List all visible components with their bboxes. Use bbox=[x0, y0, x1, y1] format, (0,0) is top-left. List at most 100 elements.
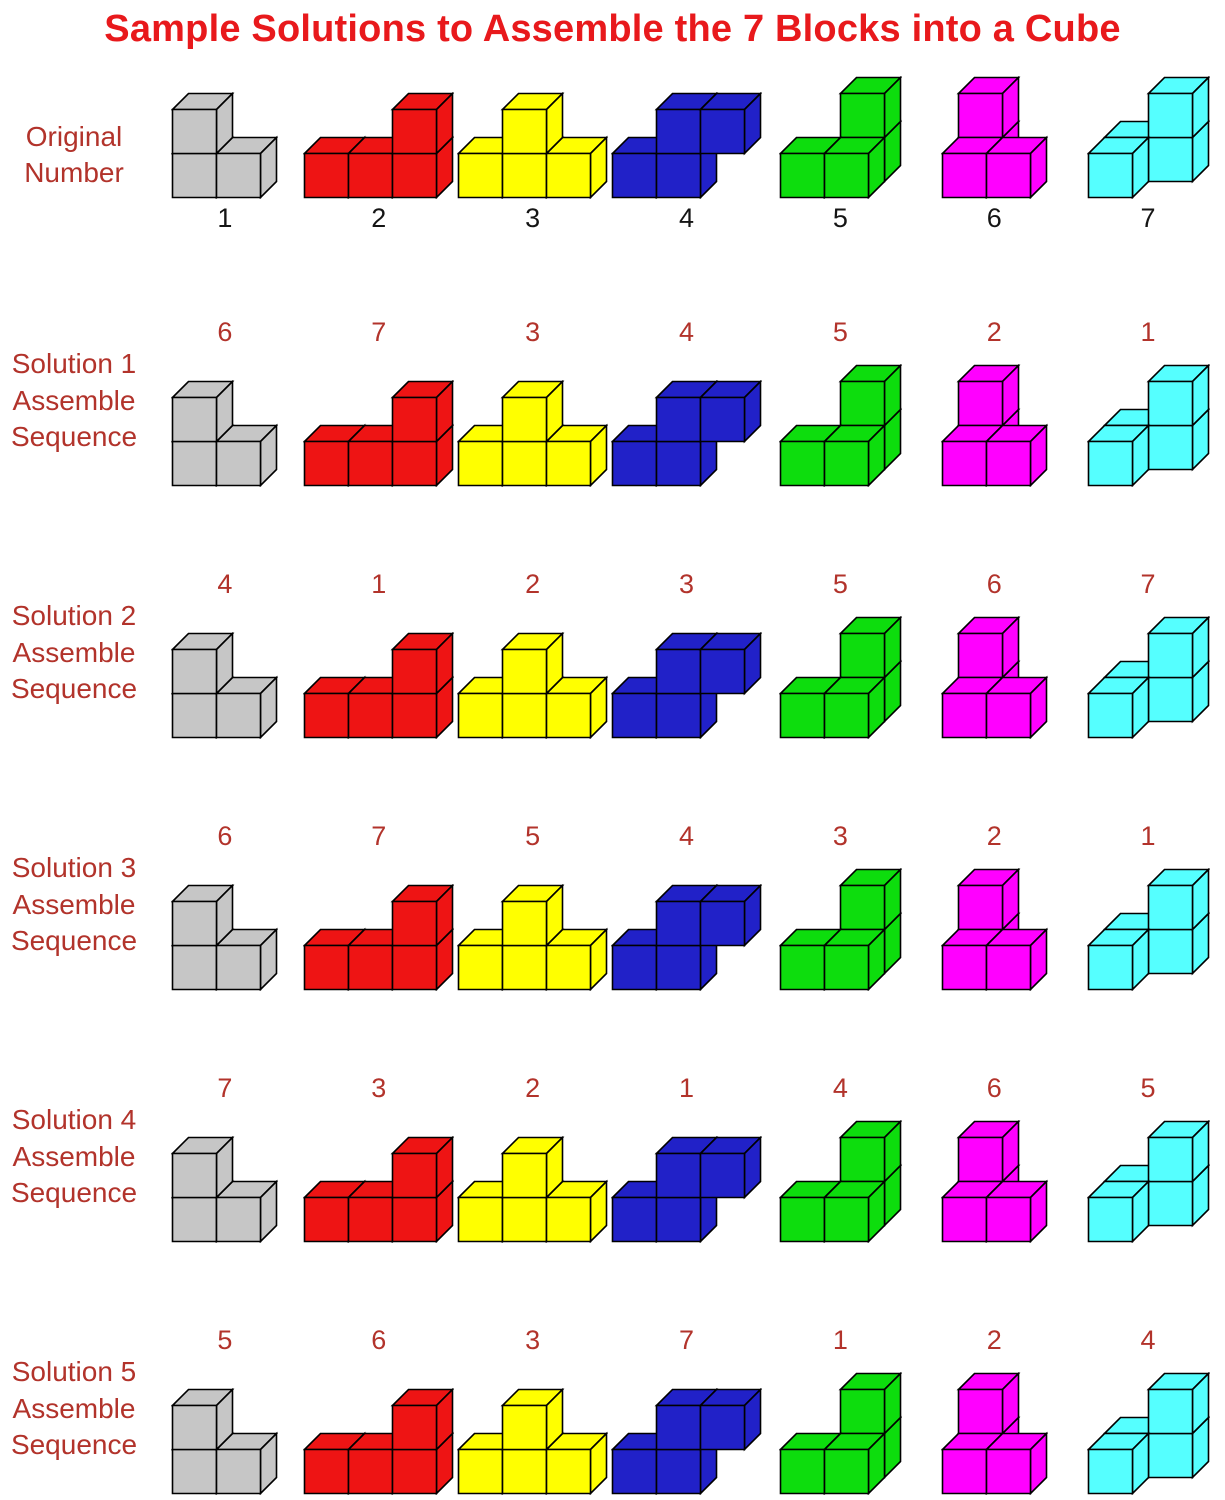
green-screw-piece bbox=[778, 1119, 902, 1243]
sequence-number-solution-2-cyan-corner-piece: 7 bbox=[1140, 568, 1156, 599]
cyan-corner-piece-drawing bbox=[1086, 1372, 1210, 1495]
row-label-line: Solution 3 bbox=[11, 852, 137, 884]
sequence-number-original-gray-v-piece: 1 bbox=[217, 202, 233, 233]
magenta-screw-piece bbox=[940, 1371, 1048, 1495]
red-l-piece-drawing bbox=[303, 632, 455, 739]
red-l-piece-drawing bbox=[303, 884, 455, 991]
sequence-number-solution-5-yellow-t-piece: 3 bbox=[525, 1324, 541, 1355]
sequence-number-solution-4-blue-s-piece: 1 bbox=[678, 1072, 694, 1103]
cell-solution-5-blue-s-piece: 7 bbox=[610, 1323, 764, 1495]
sequence-number-solution-1-green-screw-piece: 5 bbox=[832, 316, 848, 347]
magenta-screw-piece-drawing bbox=[940, 1372, 1048, 1495]
sequence-number-solution-2-green-screw-piece: 5 bbox=[832, 568, 848, 599]
cell-solution-4-magenta-screw-piece: 6 bbox=[917, 1071, 1071, 1243]
gray-v-piece-drawing bbox=[171, 884, 279, 991]
red-l-piece bbox=[303, 867, 455, 991]
cell-solution-4-gray-v-piece: 7 bbox=[148, 1071, 302, 1243]
blue-s-piece bbox=[610, 1119, 762, 1243]
sequence-number-solution-2-gray-v-piece: 4 bbox=[217, 568, 233, 599]
gray-v-piece bbox=[171, 75, 279, 199]
row-label-line: Assemble bbox=[12, 384, 136, 416]
cell-solution-2-magenta-screw-piece: 6 bbox=[917, 567, 1071, 739]
red-l-piece bbox=[303, 75, 455, 199]
row-label-line: Solution 4 bbox=[11, 1104, 137, 1136]
cell-original-blue-s-piece: 4 bbox=[610, 75, 764, 235]
sequence-number-solution-5-gray-v-piece: 5 bbox=[217, 1324, 233, 1355]
cell-solution-5-green-screw-piece: 1 bbox=[763, 1323, 917, 1495]
blue-s-piece-drawing bbox=[610, 1388, 762, 1495]
magenta-screw-piece-drawing bbox=[940, 76, 1048, 199]
cell-solution-4-green-screw-piece: 4 bbox=[763, 1071, 917, 1243]
cell-original-yellow-t-piece: 3 bbox=[456, 75, 610, 235]
gray-v-piece-drawing bbox=[171, 380, 279, 487]
cell-solution-3-gray-v-piece: 6 bbox=[148, 819, 302, 991]
row-label-line: Number bbox=[24, 157, 124, 188]
red-l-piece-drawing bbox=[303, 1388, 455, 1495]
cyan-corner-piece-drawing bbox=[1086, 76, 1210, 199]
cyan-corner-piece-drawing bbox=[1086, 868, 1210, 991]
sequence-number-solution-4-yellow-t-piece: 2 bbox=[525, 1072, 541, 1103]
cell-solution-3-red-l-piece: 7 bbox=[302, 819, 456, 991]
sequence-number-solution-3-green-screw-piece: 3 bbox=[832, 820, 848, 851]
row-label-line: Solution 5 bbox=[11, 1356, 137, 1388]
yellow-t-piece-drawing bbox=[457, 1388, 609, 1495]
blue-s-piece-drawing bbox=[610, 884, 762, 991]
sequence-number-original-green-screw-piece: 5 bbox=[832, 202, 848, 233]
yellow-t-piece-drawing bbox=[457, 1136, 609, 1243]
row-label-line: Solution 2 bbox=[11, 600, 137, 632]
cyan-corner-piece-drawing bbox=[1086, 616, 1210, 739]
cell-solution-5-gray-v-piece: 5 bbox=[148, 1323, 302, 1495]
sequence-number-solution-4-cyan-corner-piece: 5 bbox=[1140, 1072, 1156, 1103]
row-label-line: Solution 1 bbox=[11, 348, 137, 380]
yellow-t-piece bbox=[457, 1119, 609, 1243]
sequence-number-solution-3-gray-v-piece: 6 bbox=[217, 820, 233, 851]
blue-s-piece-drawing bbox=[610, 1136, 762, 1243]
cell-solution-3-cyan-corner-piece: 1 bbox=[1071, 819, 1225, 991]
cell-original-red-l-piece: 2 bbox=[302, 75, 456, 235]
row-label-line: Sequence bbox=[10, 673, 138, 705]
row-label-line: Sequence bbox=[10, 925, 138, 957]
row-label-line: Assemble bbox=[12, 1392, 136, 1424]
green-screw-piece bbox=[778, 1371, 902, 1495]
sequence-number-solution-5-blue-s-piece: 7 bbox=[678, 1324, 694, 1355]
cell-original-gray-v-piece: 1 bbox=[148, 75, 302, 235]
sequence-number-solution-2-red-l-piece: 1 bbox=[371, 568, 387, 599]
cell-original-cyan-corner-piece: 7 bbox=[1071, 75, 1225, 235]
sequence-number-solution-5-green-screw-piece: 1 bbox=[832, 1324, 848, 1355]
cell-solution-1-magenta-screw-piece: 2 bbox=[917, 315, 1071, 487]
green-screw-piece bbox=[778, 363, 902, 487]
yellow-t-piece bbox=[457, 363, 609, 487]
gray-v-piece-drawing bbox=[171, 632, 279, 739]
red-l-piece bbox=[303, 363, 455, 487]
magenta-screw-piece bbox=[940, 363, 1048, 487]
yellow-t-piece bbox=[457, 867, 609, 991]
cell-solution-2-blue-s-piece: 3 bbox=[610, 567, 764, 739]
cell-solution-4-blue-s-piece: 1 bbox=[610, 1071, 764, 1243]
cell-solution-2-yellow-t-piece: 2 bbox=[456, 567, 610, 739]
cell-original-magenta-screw-piece: 6 bbox=[917, 75, 1071, 235]
sequence-number-solution-2-yellow-t-piece: 2 bbox=[525, 568, 541, 599]
blue-s-piece bbox=[610, 75, 762, 199]
magenta-screw-piece-drawing bbox=[940, 1120, 1048, 1243]
sequence-number-solution-3-blue-s-piece: 4 bbox=[678, 820, 694, 851]
cell-solution-4-cyan-corner-piece: 5 bbox=[1071, 1071, 1225, 1243]
sequence-number-solution-1-gray-v-piece: 6 bbox=[217, 316, 233, 347]
red-l-piece-drawing bbox=[303, 1136, 455, 1243]
yellow-t-piece bbox=[457, 1371, 609, 1495]
green-screw-piece bbox=[778, 867, 902, 991]
blue-s-piece bbox=[610, 1371, 762, 1495]
cell-solution-2-green-screw-piece: 5 bbox=[763, 567, 917, 739]
red-l-piece bbox=[303, 1371, 455, 1495]
gray-v-piece bbox=[171, 363, 279, 487]
sequence-number-original-yellow-t-piece: 3 bbox=[525, 202, 541, 233]
row-label-line: Original bbox=[25, 120, 123, 152]
cyan-corner-piece bbox=[1086, 1119, 1210, 1243]
row-label-line: Assemble bbox=[12, 636, 136, 668]
gray-v-piece-drawing bbox=[171, 1136, 279, 1243]
